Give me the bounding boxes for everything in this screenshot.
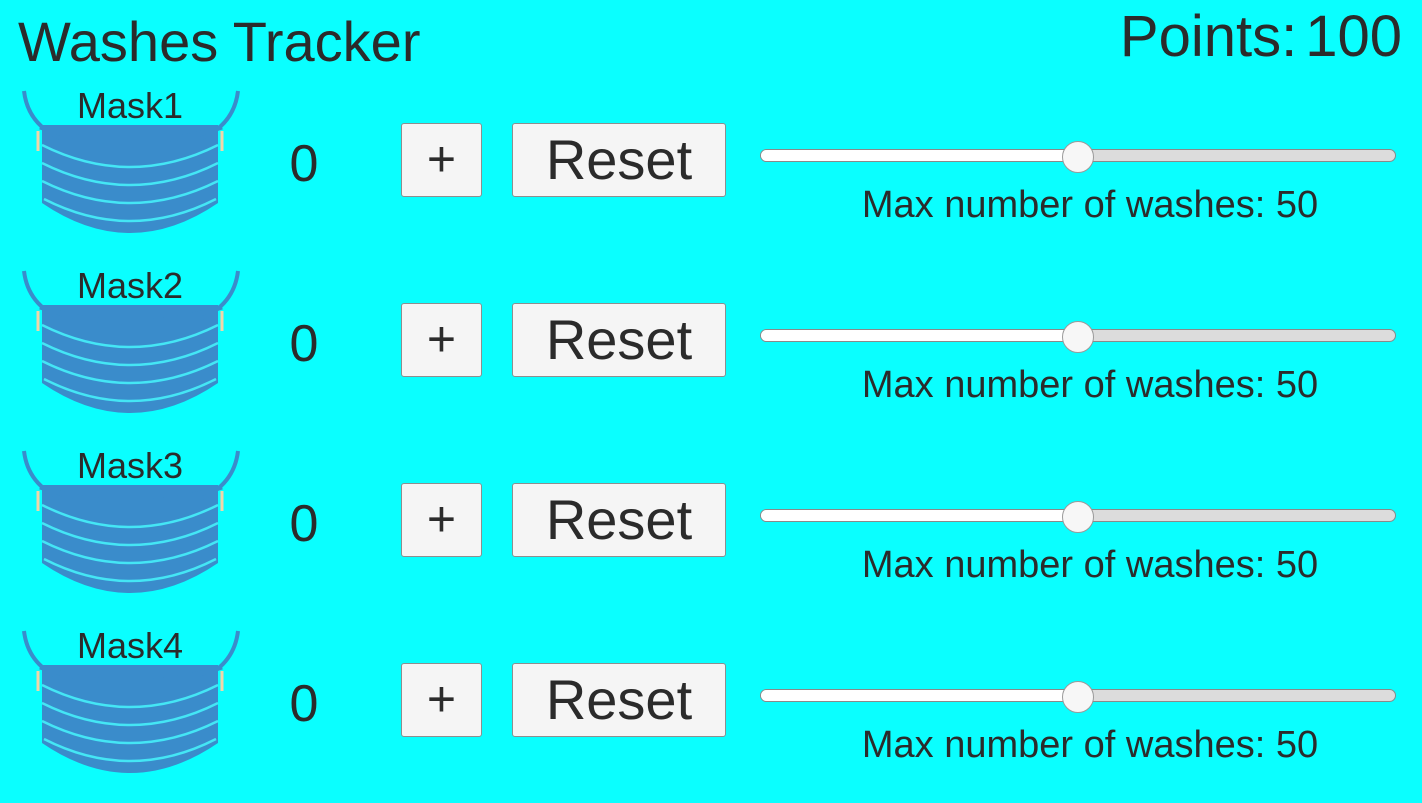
max-washes-label: Max number of washes: 50 <box>861 364 1319 406</box>
face-mask-icon <box>22 630 240 773</box>
increment-button[interactable]: + <box>401 123 482 197</box>
increment-button[interactable]: + <box>401 663 482 737</box>
slider-thumb[interactable] <box>1062 681 1094 713</box>
face-mask-icon <box>22 90 240 233</box>
wash-count: 0 <box>289 495 319 553</box>
wash-count: 0 <box>289 315 319 373</box>
wash-count: 0 <box>289 675 319 733</box>
slider-fill <box>761 510 1078 521</box>
slider-thumb[interactable] <box>1062 141 1094 173</box>
points-display: Points:100 <box>1120 4 1402 70</box>
slider-fill <box>761 690 1078 701</box>
reset-button[interactable]: Reset <box>512 663 726 737</box>
mask-row: Mask4 0 + Reset Max number of washes: 50 <box>0 623 1422 803</box>
max-washes-slider[interactable] <box>760 321 1396 353</box>
mask-label: Mask2 <box>76 265 184 306</box>
max-washes-label: Max number of washes: 50 <box>861 544 1319 586</box>
face-mask-icon <box>22 450 240 593</box>
max-washes-slider[interactable] <box>760 141 1396 173</box>
slider-fill <box>761 150 1078 161</box>
app-title: Washes Tracker <box>18 10 421 73</box>
mask-label: Mask4 <box>76 625 184 666</box>
points-label: Points: <box>1119 4 1298 69</box>
slider-thumb[interactable] <box>1062 321 1094 353</box>
face-mask-icon <box>22 270 240 413</box>
wash-count: 0 <box>289 135 319 193</box>
reset-button[interactable]: Reset <box>512 483 726 557</box>
mask-label: Mask1 <box>76 85 184 126</box>
mask-row: Mask1 0 + Reset Max number of washes: 50 <box>0 83 1422 263</box>
mask-row: Mask2 0 + Reset Max number of washes: 50 <box>0 263 1422 443</box>
increment-button[interactable]: + <box>401 303 482 377</box>
reset-button[interactable]: Reset <box>512 303 726 377</box>
max-washes-slider[interactable] <box>760 501 1396 533</box>
max-washes-label: Max number of washes: 50 <box>861 724 1319 766</box>
mask-label: Mask3 <box>76 445 184 486</box>
increment-button[interactable]: + <box>401 483 482 557</box>
points-value: 100 <box>1305 4 1402 69</box>
max-washes-slider[interactable] <box>760 681 1396 713</box>
max-washes-label: Max number of washes: 50 <box>861 184 1319 226</box>
slider-thumb[interactable] <box>1062 501 1094 533</box>
reset-button[interactable]: Reset <box>512 123 726 197</box>
slider-fill <box>761 330 1078 341</box>
mask-row: Mask3 0 + Reset Max number of washes: 50 <box>0 443 1422 623</box>
